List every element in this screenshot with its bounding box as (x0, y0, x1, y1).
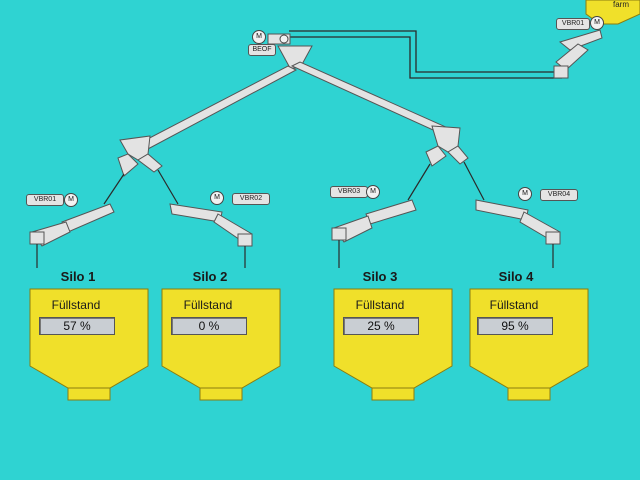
tag-silo-4: VBR04 (540, 189, 578, 201)
connector-lines (103, 161, 485, 205)
tag-top-conveyor: BEOF (248, 44, 276, 56)
silo-3-fill-value: 25 % (343, 317, 419, 335)
silo-3-outlet (371, 387, 415, 401)
silo-4-outlet (507, 387, 551, 401)
silo-4-title: Silo 4 (498, 269, 534, 284)
silo-2-title: Silo 2 (192, 269, 228, 284)
silo-1-fill-label: Füllstand (51, 298, 101, 312)
motor-icon-silo-4[interactable]: M (518, 187, 532, 201)
silo-3-title: Silo 3 (362, 269, 398, 284)
feed-pipe (289, 30, 562, 79)
silo-4-fill-label: Füllstand (489, 298, 539, 312)
diverter-left[interactable] (117, 135, 163, 177)
tag-silo-3: VBR03 (330, 186, 368, 198)
tag-silo-1: VBR01 (26, 194, 64, 206)
silo-drop-lines (36, 240, 554, 268)
motor-icon-top[interactable]: M (252, 30, 266, 44)
motor-icon-feed[interactable]: M (590, 16, 604, 30)
silo-3[interactable] (333, 288, 453, 401)
main-chutes (137, 61, 449, 151)
motor-icon-silo-1[interactable]: M (64, 193, 78, 207)
tag-feed-conveyor: VBR01 (556, 18, 590, 30)
silo-conveyor-2[interactable] (169, 203, 253, 247)
silo-1-outlet (67, 387, 111, 401)
silo-4[interactable] (469, 288, 589, 401)
motor-icon-silo-3[interactable]: M (366, 185, 380, 199)
silo-2-fill-value: 0 % (171, 317, 247, 335)
silo-conveyor-3[interactable] (331, 199, 417, 243)
tag-silo-2: VBR02 (232, 193, 270, 205)
silo-1-fill-value: 57 % (39, 317, 115, 335)
silo-2-fill-label: Füllstand (183, 298, 233, 312)
feed-conveyor[interactable] (553, 29, 603, 79)
silo-4-fill-value: 95 % (477, 317, 553, 335)
motor-icon-silo-2[interactable]: M (210, 191, 224, 205)
silo-1[interactable] (29, 288, 149, 401)
silo-shapes (29, 288, 589, 401)
silo-2[interactable] (161, 288, 281, 401)
source-label: farm (613, 0, 629, 9)
silo-conveyor-4[interactable] (475, 199, 561, 245)
silo-2-outlet (199, 387, 243, 401)
silo-conveyor-1[interactable] (29, 203, 115, 247)
silo-1-title: Silo 1 (60, 269, 96, 284)
diverter-right[interactable] (425, 125, 469, 167)
silo-3-fill-label: Füllstand (355, 298, 405, 312)
